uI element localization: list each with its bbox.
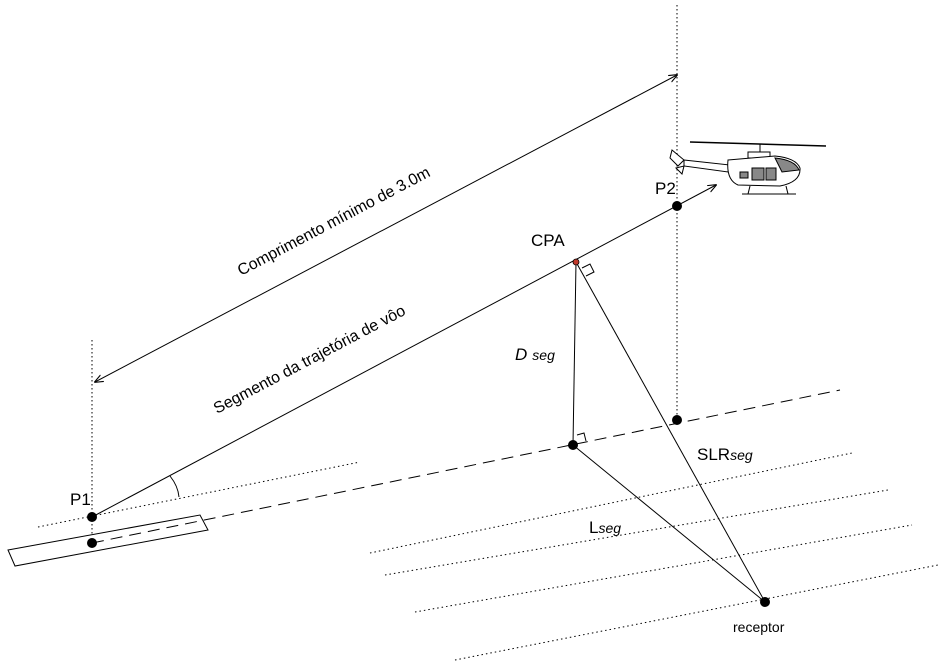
- ground-line-2: [369, 452, 853, 554]
- label-segment: Segmento da trajetória de vôo: [211, 302, 409, 417]
- label-p1: P1: [70, 490, 91, 509]
- label-l-seg: Lseg: [589, 518, 621, 537]
- angle-arc: [169, 475, 180, 498]
- ground-line-4: [414, 524, 913, 613]
- point-cpa-ground: [568, 440, 578, 450]
- point-p2-ground: [672, 415, 682, 425]
- ground-line-5: [454, 564, 939, 661]
- point-cpa: [572, 258, 580, 266]
- label-slr-seg: SLRseg: [697, 445, 753, 464]
- helicopter-icon: [669, 141, 827, 195]
- runway: [7, 514, 209, 567]
- label-min-length: Comprimento mínimo de 3.0m: [235, 164, 433, 279]
- slr-seg-line: [575, 261, 766, 603]
- point-receptor: [760, 597, 770, 607]
- right-angle-mark-cpa: [581, 263, 595, 277]
- right-angle-mark-ground: [576, 432, 587, 442]
- point-p1: [87, 512, 97, 522]
- ground-lines: [37, 452, 939, 661]
- label-p2: P2: [655, 179, 676, 198]
- point-p2: [672, 201, 682, 211]
- min-length-arrow: [95, 75, 677, 382]
- label-receptor: receptor: [733, 619, 785, 635]
- l-seg-line: [572, 444, 766, 603]
- point-p1-ground: [87, 538, 97, 548]
- ground-line-3: [384, 489, 889, 576]
- d-seg-line: [572, 261, 577, 446]
- label-cpa: CPA: [531, 231, 565, 250]
- ground-track-line: [91, 389, 841, 544]
- flight-path-line: [91, 185, 716, 518]
